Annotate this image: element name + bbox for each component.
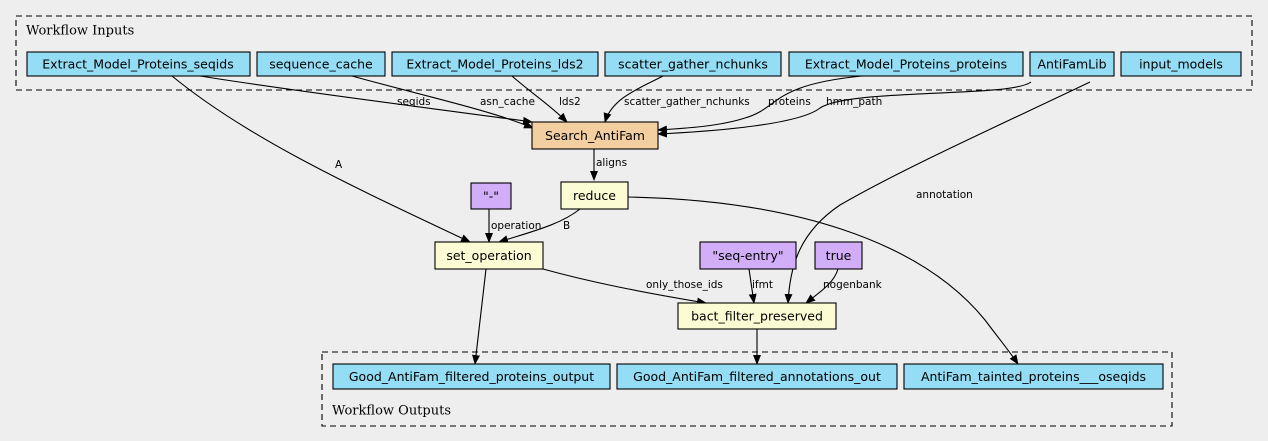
node-input-models-box[interactable]: input_models	[1120, 51, 1242, 77]
edge-label-hmm-path: hmm_path	[826, 96, 882, 108]
edge-only-those-ids[interactable]: only_those_ids	[542, 268, 723, 306]
workflow-inputs-label: Workflow Inputs	[26, 24, 134, 39]
svg-text:Search_AntiFam: Search_AntiFam	[545, 128, 645, 143]
edge-label-operation: operation	[491, 220, 541, 232]
node-scatter-gather-nchunks[interactable]: scatter_gather_nchunks	[604, 51, 782, 77]
edge-B[interactable]: B	[498, 208, 581, 244]
edge-aligns[interactable]: aligns	[590, 149, 627, 181]
edge-label-proteins: proteins	[768, 96, 811, 108]
edge-nogenbank[interactable]: nogenbank	[805, 268, 883, 304]
edge-label-B: B	[563, 220, 570, 232]
svg-text:Good_AntiFam_filtered_annotati: Good_AntiFam_filtered_annotations_out	[633, 369, 881, 384]
edge-label-aligns: aligns	[596, 157, 627, 169]
svg-text:input_models: input_models	[1139, 57, 1223, 72]
node-antifamlib[interactable]: AntiFamLib	[1029, 51, 1115, 77]
workflow-inputs-cluster: Workflow Inputs	[15, 15, 1253, 91]
edge-seqids[interactable]: seqids	[199, 75, 533, 125]
node-constant-true[interactable]: true	[814, 241, 863, 270]
edge-label-A: A	[335, 159, 343, 171]
edge-ifmt[interactable]: ifmt	[748, 268, 773, 304]
workflow-outputs-label: Workflow Outputs	[332, 404, 451, 419]
node-bact-filter-preserved[interactable]: bact_filter_preserved	[677, 302, 837, 330]
svg-text:Extract_Model_Proteins_lds2: Extract_Model_Proteins_lds2	[406, 57, 583, 72]
workflow-outputs-cluster: Workflow Outputs	[321, 351, 1173, 427]
svg-text:AntiFam_tainted_proteins___ose: AntiFam_tainted_proteins___oseqids	[921, 369, 1146, 384]
edge-operation[interactable]: operation	[485, 209, 541, 243]
svg-text:"-": "-"	[483, 189, 499, 204]
edge-A[interactable]: A	[171, 75, 471, 243]
edge-annotation[interactable]: annotation	[784, 81, 1091, 304]
node-good-antifam-filtered-annotations-out[interactable]: Good_AntiFam_filtered_annotations_out	[616, 363, 898, 390]
node-good-antifam-filtered-proteins-output[interactable]: Good_AntiFam_filtered_proteins_output	[332, 363, 611, 390]
svg-text:sequence_cache: sequence_cache	[269, 57, 373, 72]
svg-text:true: true	[826, 248, 852, 263]
edge-label-seqids: seqids	[397, 96, 431, 108]
edge-label-ifmt: ifmt	[752, 279, 773, 291]
svg-text:Extract_Model_Proteins_seqids: Extract_Model_Proteins_seqids	[42, 57, 233, 72]
edge-lds2[interactable]: lds2	[511, 75, 581, 123]
node-antifam-tainted-proteins-oseqids[interactable]: AntiFam_tainted_proteins___oseqids	[903, 363, 1164, 390]
node-constant-seq-entry[interactable]: "seq-entry"	[699, 241, 797, 270]
edge-label-asn-cache: asn_cache	[480, 96, 535, 108]
node-extract-model-proteins-lds2[interactable]: Extract_Model_Proteins_lds2	[391, 51, 599, 77]
node-constant-dash[interactable]: "-"	[470, 182, 512, 210]
edges: seqids asn_cache lds2 scatter_gather_nch…	[171, 75, 1091, 365]
edge-label-nogenbank: nogenbank	[823, 279, 883, 291]
svg-text:scatter_gather_nchunks: scatter_gather_nchunks	[618, 57, 768, 72]
edge-hmm-path[interactable]: hmm_path	[657, 81, 1032, 138]
svg-text:set_operation: set_operation	[446, 248, 531, 263]
edge-label-scatter-gather-nchunks: scatter_gather_nchunks	[624, 96, 750, 108]
edge-label-annotation: annotation	[916, 189, 973, 201]
svg-text:bact_filter_preserved: bact_filter_preserved	[691, 309, 823, 324]
node-search-antifam[interactable]: Search_AntiFam	[531, 121, 659, 150]
node-set-operation[interactable]: set_operation	[434, 241, 544, 270]
edge-scatter-gather-nchunks[interactable]: scatter_gather_nchunks	[603, 75, 750, 123]
node-sequence-cache[interactable]: sequence_cache	[256, 51, 386, 77]
edge-to-proteins-output[interactable]	[472, 268, 487, 365]
edge-label-only-those-ids: only_those_ids	[646, 279, 723, 291]
edge-asn-cache[interactable]: asn_cache	[351, 75, 535, 129]
edge-to-tainted-output[interactable]	[627, 196, 1019, 365]
node-extract-model-proteins-proteins[interactable]: Extract_Model_Proteins_proteins	[788, 51, 1024, 77]
node-extract-model-proteins-seqids[interactable]: Extract_Model_Proteins_seqids	[26, 51, 251, 77]
svg-text:Good_AntiFam_filtered_proteins: Good_AntiFam_filtered_proteins_output	[349, 369, 594, 384]
edge-label-lds2: lds2	[559, 96, 581, 108]
svg-text:AntiFamLib: AntiFamLib	[1037, 57, 1106, 72]
edge-proteins[interactable]: proteins	[657, 75, 863, 134]
svg-text:"seq-entry": "seq-entry"	[712, 248, 783, 263]
svg-text:reduce: reduce	[573, 188, 616, 203]
svg-text:Extract_Model_Proteins_protein: Extract_Model_Proteins_proteins	[805, 57, 1007, 72]
node-reduce[interactable]: reduce	[560, 181, 629, 210]
